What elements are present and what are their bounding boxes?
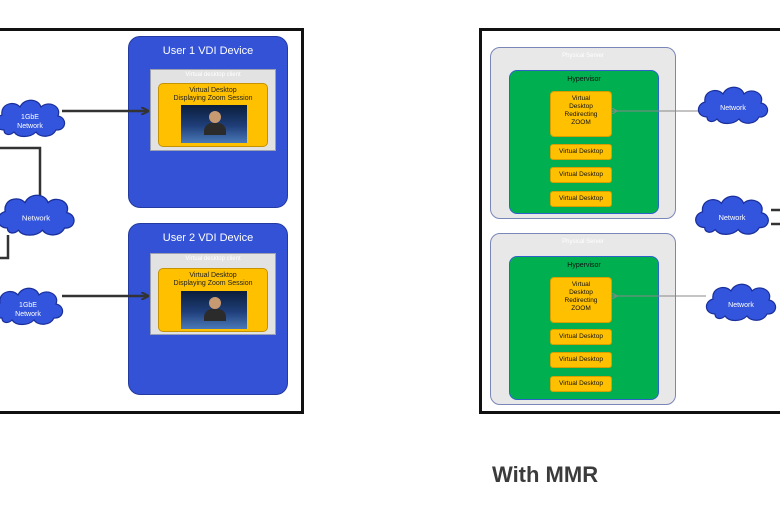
device-title: User 1 VDI Device: [162, 45, 254, 57]
participant-body-icon: [204, 123, 226, 135]
network-cloud-icon: Network: [697, 86, 769, 125]
cloud-label: 1GbE: [19, 302, 37, 309]
hypervisor: Hypervisor Virtual Desktop Redirecting Z…: [509, 70, 659, 214]
server-label: Physical Server: [562, 239, 604, 245]
session-line: Displaying Zoom Session: [173, 95, 253, 102]
virtual-desktop-session: Virtual Desktop Displaying Zoom Session: [158, 268, 268, 332]
cloud-label: 1GbE: [21, 114, 39, 121]
session-line: Virtual Desktop: [189, 87, 237, 94]
caption-with-mmr: With MMR: [492, 462, 599, 487]
virtual-desktop: Virtual Desktop: [550, 352, 612, 368]
user1-vdi-device: User 1 VDI Device Virtual desktop client…: [128, 36, 288, 208]
redirect-line: ZOOM: [571, 119, 591, 126]
client-label: Virtual desktop client: [185, 256, 241, 262]
redirect-line: Desktop: [569, 103, 593, 110]
cloud-label: Network: [17, 123, 43, 130]
redirect-line: Virtual: [571, 281, 591, 288]
redirect-line: ZOOM: [571, 305, 591, 312]
redirect-line: Redirecting: [564, 297, 598, 304]
connector-line: [771, 208, 780, 226]
participant-head-icon: [209, 297, 221, 309]
network-cloud-icon: Network: [0, 194, 75, 236]
device-title: User 2 VDI Device: [162, 232, 254, 244]
virtual-desktop-client: Virtual desktop client Virtual Desktop D…: [150, 253, 276, 335]
session-text: Virtual Desktop Displaying Zoom Session: [159, 87, 267, 103]
participant-head-icon: [209, 111, 221, 123]
network-cloud-icon: 1GbE Network: [0, 287, 64, 326]
cloud-label: Network: [720, 105, 746, 112]
physical-server: Physical Server Hypervisor Virtual Deskt…: [490, 47, 676, 219]
physical-server: Physical Server Hypervisor Virtual Deskt…: [490, 233, 676, 405]
participant-body-icon: [204, 309, 226, 321]
connector-line: [0, 146, 42, 196]
virtual-desktop: Virtual Desktop: [550, 167, 612, 183]
client-label: Virtual desktop client: [185, 72, 241, 78]
virtual-desktop: Virtual Desktop: [550, 329, 612, 345]
hypervisor-label: Hypervisor: [567, 262, 601, 269]
virtual-desktop-redirecting-zoom: Virtual Desktop Redirecting ZOOM: [550, 277, 612, 323]
redirect-line: Virtual: [571, 95, 591, 102]
user2-vdi-device: User 2 VDI Device Virtual desktop client…: [128, 223, 288, 395]
network-cloud-icon: Network: [695, 195, 769, 235]
virtual-desktop: Virtual Desktop: [550, 376, 612, 392]
cloud-label: Network: [719, 213, 746, 222]
session-line: Displaying Zoom Session: [173, 280, 253, 287]
server-label: Physical Server: [562, 53, 604, 59]
virtual-desktop-redirecting-zoom: Virtual Desktop Redirecting ZOOM: [550, 91, 612, 137]
redirect-line: Desktop: [569, 289, 593, 296]
virtual-desktop: Virtual Desktop: [550, 191, 612, 207]
cloud-label: Network: [728, 302, 754, 309]
network-cloud-icon: Network: [705, 283, 777, 322]
cloud-label: Network: [15, 311, 41, 318]
session-line: Virtual Desktop: [189, 272, 237, 279]
zoom-video-thumbnail: [181, 105, 247, 143]
zoom-video-thumbnail: [181, 291, 247, 329]
session-text: Virtual Desktop Displaying Zoom Session: [159, 272, 267, 288]
cloud-label: Network: [22, 213, 50, 222]
network-cloud-icon: 1GbE Network: [0, 99, 66, 138]
connector-line: [0, 235, 10, 260]
virtual-desktop: Virtual Desktop: [550, 144, 612, 160]
hypervisor: Hypervisor Virtual Desktop Redirecting Z…: [509, 256, 659, 400]
virtual-desktop-client: Virtual desktop client Virtual Desktop D…: [150, 69, 276, 151]
redirect-line: Redirecting: [564, 111, 598, 118]
hypervisor-label: Hypervisor: [567, 76, 601, 83]
virtual-desktop-session: Virtual Desktop Displaying Zoom Session: [158, 83, 268, 147]
